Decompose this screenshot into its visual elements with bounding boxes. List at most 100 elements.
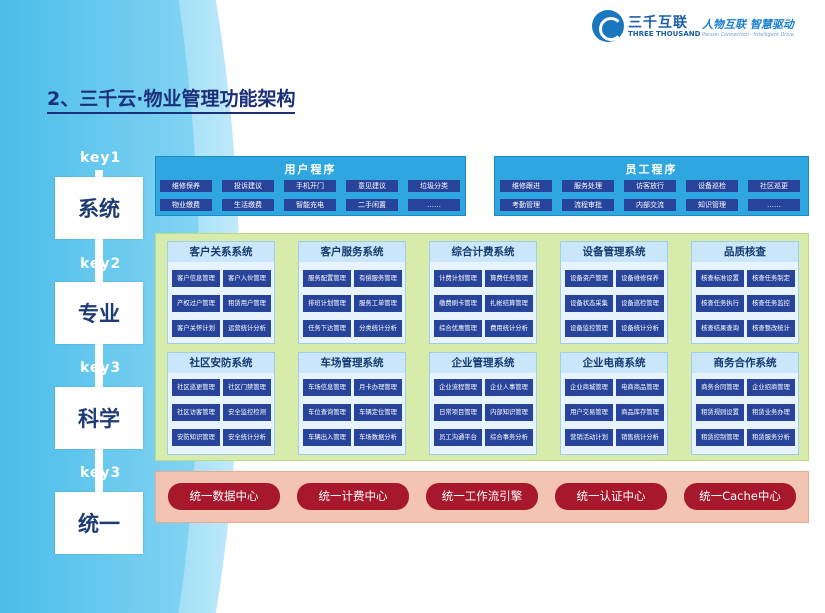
system-module[interactable]: 安防知识管理 bbox=[172, 429, 220, 446]
system-module[interactable]: 核查任务制定 bbox=[747, 270, 795, 287]
system-module[interactable]: 社区门禁管理 bbox=[223, 379, 271, 396]
system-title: 社区安防系统 bbox=[168, 353, 274, 373]
system-module[interactable]: 安全统计分析 bbox=[223, 429, 271, 446]
system-module[interactable]: 设备资产管理 bbox=[565, 270, 613, 287]
system-module[interactable]: 租赁业务办理 bbox=[747, 404, 795, 421]
system-module[interactable]: 产权过户管理 bbox=[172, 295, 220, 312]
system-module[interactable]: 车场信息管理 bbox=[303, 379, 351, 396]
user-program-item[interactable]: 生活缴费 bbox=[222, 199, 274, 211]
user-program-item[interactable]: 意见建议 bbox=[346, 180, 398, 192]
system-module[interactable]: 销售统计分析 bbox=[616, 429, 664, 446]
staff-program-title: 员工程序 bbox=[625, 163, 678, 176]
system-module[interactable]: 月卡办理管理 bbox=[354, 379, 402, 396]
system-module[interactable]: 设备监控管理 bbox=[565, 320, 613, 337]
system-module[interactable]: 客户信息管理 bbox=[172, 270, 220, 287]
system-module[interactable]: 电商商品管理 bbox=[616, 379, 664, 396]
key-label-3: key3 bbox=[80, 360, 122, 376]
system-module[interactable]: 服务工单管理 bbox=[354, 295, 402, 312]
system-module[interactable]: 客户入伙管理 bbox=[223, 270, 271, 287]
system-module[interactable]: 租赁规则设置 bbox=[696, 404, 744, 421]
system-module[interactable]: 计费计划管理 bbox=[434, 270, 482, 287]
system-module[interactable]: 企业人事管理 bbox=[485, 379, 533, 396]
user-program-item[interactable]: 垃圾分类 bbox=[408, 180, 460, 192]
system-module[interactable]: 设备巡检管理 bbox=[616, 295, 664, 312]
system-module[interactable]: 租赁服务分析 bbox=[747, 429, 795, 446]
system-title: 设备管理系统 bbox=[561, 242, 667, 262]
brand-logo: 三千互联 THREE THOUSAND 人物互联 智慧驱动 Person Con… bbox=[592, 10, 812, 46]
system-module[interactable]: 车辆出入管理 bbox=[303, 429, 351, 446]
system-module[interactable]: 企业商城管理 bbox=[565, 379, 613, 396]
center-workflow[interactable]: 统一工作流引擎 bbox=[426, 483, 538, 510]
logo-slogan: 人物互联 智慧驱动 bbox=[702, 18, 794, 31]
system-module[interactable]: 有偿服务管理 bbox=[354, 270, 402, 287]
user-program-item[interactable]: …… bbox=[408, 199, 460, 211]
system-module[interactable]: 运营统计分析 bbox=[223, 320, 271, 337]
system-module[interactable]: 核查任务执行 bbox=[696, 295, 744, 312]
user-program-title: 用户程序 bbox=[284, 163, 337, 176]
system-module[interactable]: 设备维修保养 bbox=[616, 270, 664, 287]
staff-program-item[interactable]: …… bbox=[748, 199, 800, 211]
user-program-item[interactable]: 维修保养 bbox=[160, 180, 212, 192]
staff-program-item[interactable]: 流程审批 bbox=[562, 199, 614, 211]
staff-program-item[interactable]: 知识管理 bbox=[686, 199, 738, 211]
staff-program-item[interactable]: 设备巡检 bbox=[686, 180, 738, 192]
system-module[interactable]: 核查整改统计 bbox=[747, 320, 795, 337]
system-module[interactable]: 算费任务管理 bbox=[485, 270, 533, 287]
system-quality: 品质核查 核查标准设置 核查任务制定 核查任务执行 核查任务监控 核查结果查询 … bbox=[691, 241, 799, 344]
user-program-item[interactable]: 二手闲置 bbox=[346, 199, 398, 211]
system-module[interactable]: 扎帐结算管理 bbox=[485, 295, 533, 312]
system-module[interactable]: 商务合同管理 bbox=[696, 379, 744, 396]
key-card-science: 科学 bbox=[55, 387, 143, 449]
center-cache[interactable]: 统一Cache中心 bbox=[684, 483, 796, 510]
user-program-item[interactable]: 手机开门 bbox=[284, 180, 336, 192]
system-module[interactable]: 核查结果查询 bbox=[696, 320, 744, 337]
center-data[interactable]: 统一数据中心 bbox=[168, 483, 280, 510]
system-module[interactable]: 核查标准设置 bbox=[696, 270, 744, 287]
user-program-item[interactable]: 投诉建议 bbox=[222, 180, 274, 192]
system-module[interactable]: 核查任务监控 bbox=[747, 295, 795, 312]
system-module[interactable]: 排班计划管理 bbox=[303, 295, 351, 312]
system-module[interactable]: 设备统计分析 bbox=[616, 320, 664, 337]
system-module[interactable]: 用户交易管理 bbox=[565, 404, 613, 421]
system-module[interactable]: 客户关怀计划 bbox=[172, 320, 220, 337]
system-module[interactable]: 服务配置管理 bbox=[303, 270, 351, 287]
user-program-item[interactable]: 物业缴费 bbox=[160, 199, 212, 211]
system-module[interactable]: 车场数据分析 bbox=[354, 429, 402, 446]
system-module[interactable]: 分类统计分析 bbox=[354, 320, 402, 337]
system-module[interactable]: 租赁用户管理 bbox=[223, 295, 271, 312]
system-module[interactable]: 企业招商管理 bbox=[747, 379, 795, 396]
center-auth[interactable]: 统一认证中心 bbox=[555, 483, 667, 510]
staff-program-item[interactable]: 内部交流 bbox=[624, 199, 676, 211]
staff-program-item[interactable]: 社区巡更 bbox=[748, 180, 800, 192]
staff-program-item[interactable]: 访客放行 bbox=[624, 180, 676, 192]
system-module[interactable]: 综合优惠管理 bbox=[434, 320, 482, 337]
system-module[interactable]: 日常项目管理 bbox=[434, 404, 482, 421]
system-module[interactable]: 商品库存管理 bbox=[616, 404, 664, 421]
center-billing[interactable]: 统一计费中心 bbox=[297, 483, 409, 510]
system-module[interactable]: 任务下达管理 bbox=[303, 320, 351, 337]
system-module[interactable]: 社区巡更管理 bbox=[172, 379, 220, 396]
system-module[interactable]: 员工沟通平台 bbox=[434, 429, 482, 446]
staff-program-item[interactable]: 考勤管理 bbox=[500, 199, 552, 211]
staff-program-item[interactable]: 服务处理 bbox=[562, 180, 614, 192]
staff-program-item[interactable]: 维修跟进 bbox=[500, 180, 552, 192]
system-parking: 车场管理系统 车场信息管理 月卡办理管理 车位查询管理 车辆定位管理 车辆出入管… bbox=[298, 352, 406, 455]
system-title: 客户服务系统 bbox=[299, 242, 405, 262]
key-card-system: 系统 bbox=[55, 177, 143, 239]
system-module[interactable]: 租赁控制管理 bbox=[696, 429, 744, 446]
system-module[interactable]: 内部知识管理 bbox=[485, 404, 533, 421]
system-module[interactable]: 费用统计分析 bbox=[485, 320, 533, 337]
system-module[interactable]: 设备状态采集 bbox=[565, 295, 613, 312]
user-program-item[interactable]: 智能充电 bbox=[284, 199, 336, 211]
system-module[interactable]: 安全监控检测 bbox=[223, 404, 271, 421]
system-module[interactable]: 综合事务分析 bbox=[485, 429, 533, 446]
system-community-security: 社区安防系统 社区巡更管理 社区门禁管理 社区访客管理 安全监控检测 安防知识管… bbox=[167, 352, 275, 455]
system-module[interactable]: 车位查询管理 bbox=[303, 404, 351, 421]
system-enterprise-management: 企业管理系统 企业流程管理 企业人事管理 日常项目管理 内部知识管理 员工沟通平… bbox=[429, 352, 537, 455]
system-module[interactable]: 社区访客管理 bbox=[172, 404, 220, 421]
system-module[interactable]: 营销活动计划 bbox=[565, 429, 613, 446]
system-module[interactable]: 企业流程管理 bbox=[434, 379, 482, 396]
system-module[interactable]: 车辆定位管理 bbox=[354, 404, 402, 421]
system-module[interactable]: 缴费刷卡管理 bbox=[434, 295, 482, 312]
business-systems-area: 客户关系系统 客户信息管理 客户入伙管理 产权过户管理 租赁用户管理 客户关怀计… bbox=[155, 233, 809, 461]
